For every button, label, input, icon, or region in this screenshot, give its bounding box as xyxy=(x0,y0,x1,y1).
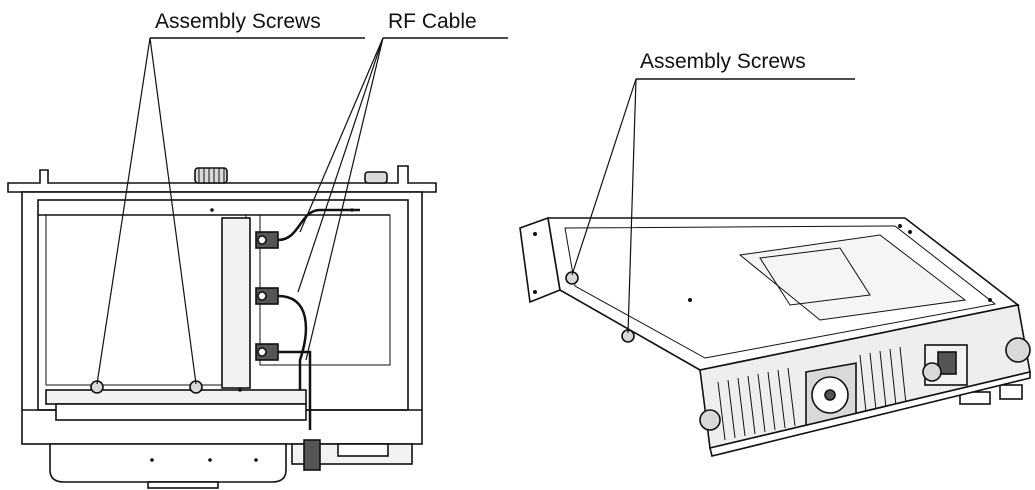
right-leader-lines xyxy=(571,78,637,334)
rf-cable-label: RF Cable xyxy=(388,10,477,33)
left-leader-lines xyxy=(96,37,384,385)
right-assembly-screws-label: Assembly Screws xyxy=(640,50,806,73)
left-assembly-screws-label: Assembly Screws xyxy=(155,10,321,33)
radio-chassis-isometric-view xyxy=(519,216,1031,457)
radio-chassis-top-view xyxy=(7,165,437,489)
